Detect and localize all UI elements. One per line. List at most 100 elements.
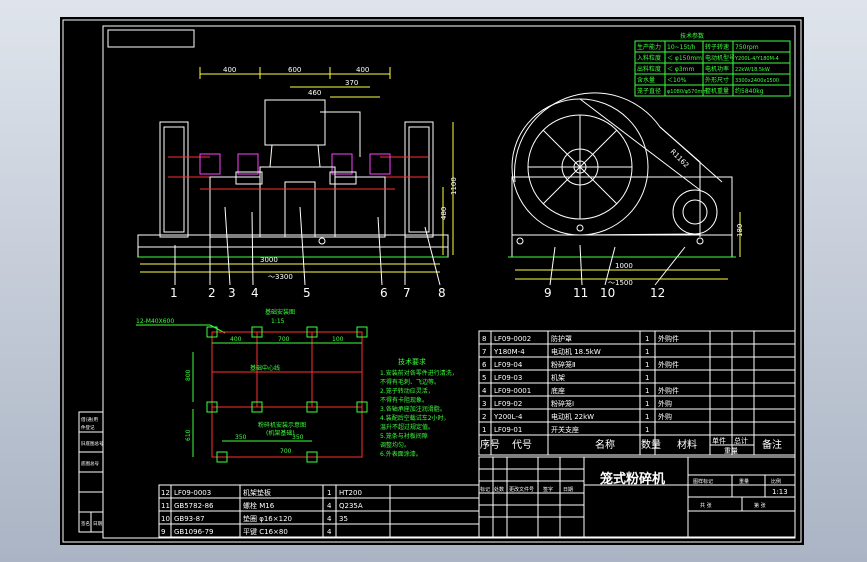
parts-header-unit: 单件 <box>712 436 726 445</box>
spec-r1-c0: 入料粒度 <box>637 54 661 62</box>
foundation-dim-5: 350 <box>292 434 304 441</box>
inner-border <box>102 25 796 539</box>
parts-r6-name: 电动机 22kW <box>551 412 594 421</box>
spec-r2-c1: ＜ φ3mm <box>667 66 695 73</box>
tech-title: 技术要求 <box>398 357 426 366</box>
lower-r2-no: 10 <box>161 515 170 523</box>
lower-r3-qty: 4 <box>327 528 332 536</box>
spec-r2-c3: 22kW/18.5kW <box>735 67 770 73</box>
tb-label-sheet: 第 张 <box>754 502 766 509</box>
parts-r2-no: 6 <box>482 361 487 369</box>
lower-r2-qty: 4 <box>327 515 332 523</box>
foundation-center-note: 基础中心线 <box>250 364 280 372</box>
foundation-scale: 1:15 <box>271 318 285 325</box>
spec-table: 技术参数 生产能力 10~15t/h 转子转速 750rpm 入料粒度 ＜ φ1… <box>634 32 791 97</box>
tech-line-4: 3.各轴承座加注润滑脂。 <box>380 405 446 413</box>
spec-r3-c0: 含水量 <box>637 76 655 84</box>
parts-r0-code: LF09-0002 <box>494 335 531 343</box>
lower-r0-name: 机架垫板 <box>243 488 271 497</box>
spec-r0-c3: 750rpm <box>735 44 759 51</box>
foundation-dim-1: 700 <box>278 336 290 343</box>
lower-r0-mat: HT200 <box>339 489 362 497</box>
rev-label-2: 更改文件号 <box>509 486 534 493</box>
foundation-dim-4: 700 <box>280 448 292 455</box>
parts-r5-no: 3 <box>482 400 486 408</box>
parts-header-weight: 重量 <box>724 447 738 455</box>
strip-label-4: 签名 <box>81 520 90 527</box>
side-label-11: 11 <box>573 286 588 300</box>
outer-border <box>62 19 802 543</box>
parts-r6-code: Y200L-4 <box>493 413 523 421</box>
spec-r4-c3: 约5840kg <box>735 87 764 95</box>
parts-r1-code: Y180M-4 <box>493 348 525 356</box>
dim-sub-mid: 370 <box>345 79 358 87</box>
part-label-8: 8 <box>438 286 446 300</box>
foundation-lower-sub: (机架基础) <box>266 429 295 437</box>
spec-r4-c2: 整机重量 <box>705 87 729 95</box>
parts-r6-qty: 1 <box>645 413 649 421</box>
dim-overall-width: 3000 <box>260 256 278 264</box>
parts-header-total: 总计 <box>734 436 748 445</box>
spec-r3-c1: ＜10% <box>667 77 687 84</box>
parts-r0-name: 防护罩 <box>551 334 572 343</box>
side-label-9: 9 <box>544 286 552 300</box>
rev-label-3: 签字 <box>543 486 553 493</box>
parts-r6-no: 2 <box>482 413 486 421</box>
lower-r0-no: 12 <box>161 489 170 497</box>
top-left-code-box <box>107 29 195 48</box>
tb-label-sheets: 共 张 <box>700 502 712 509</box>
parts-r7-name: 开关支座 <box>551 425 579 434</box>
parts-r5-note: 外购 <box>658 399 672 408</box>
spec-r3-c3: 3300x2400x1500 <box>735 78 779 84</box>
tech-line-9: 6.外表面涂漆。 <box>380 450 422 458</box>
parts-r4-code: LF09-0001 <box>494 387 531 395</box>
side-label-12: 12 <box>650 286 665 300</box>
drawing-scale: 1:13 <box>772 488 788 496</box>
spec-r1-c1: ＜ φ150mm <box>667 55 702 62</box>
parts-r7-qty: 1 <box>645 426 649 434</box>
tech-line-6: 温升不超过规定值。 <box>380 423 434 431</box>
parts-header-qty: 数量 <box>641 438 661 451</box>
lower-r1-code: GB5782-86 <box>174 502 214 510</box>
cad-drawing-canvas: 借(通)用 件登记 旧底图总号 底图总号 签名 日期 400 600 400 3… <box>62 19 802 543</box>
parts-r0-no: 8 <box>482 335 486 343</box>
lower-r2-name: 垫圈 φ16×120 <box>243 514 292 523</box>
dim-side-right: 180 <box>736 224 744 237</box>
lower-r0-qty: 1 <box>327 489 331 497</box>
part-label-4: 4 <box>251 286 259 300</box>
parts-r7-no: 1 <box>482 426 486 434</box>
rev-label-0: 标记 <box>480 486 490 493</box>
tb-label-scale: 比例 <box>771 478 781 485</box>
dim-side-approx: ～1500 <box>608 279 633 287</box>
foundation-dim-3: 350 <box>235 434 247 441</box>
tb-label-weight: 重量 <box>739 478 749 485</box>
lower-r0-code: LF09-0003 <box>174 489 211 497</box>
spec-r2-c0: 出料粒度 <box>637 65 661 73</box>
parts-r0-note: 外购件 <box>658 334 679 343</box>
tech-line-0: 1.安装前对各零件进行清洗， <box>380 369 458 377</box>
dim-top-right: 400 <box>356 66 369 74</box>
side-label-10: 10 <box>600 286 615 300</box>
parts-r4-name: 底座 <box>551 386 565 395</box>
parts-r1-no: 7 <box>482 348 486 356</box>
lower-r1-mat: Q235A <box>339 502 363 510</box>
parts-r5-name: 粉碎笼Ⅰ <box>551 399 574 408</box>
spec-r4-c1: φ1080/φ570mm <box>667 89 707 95</box>
strip-label-1: 件登记 <box>81 424 95 431</box>
spec-r0-c0: 生产能力 <box>637 43 661 51</box>
foundation-dim-0: 400 <box>230 336 242 343</box>
spec-r0-c2: 转子转速 <box>705 43 729 51</box>
tech-line-3: 不得有卡阻现象。 <box>380 396 428 404</box>
dim-side-height: 480 <box>440 207 448 220</box>
parts-header-name: 名称 <box>595 438 615 451</box>
parts-r2-code: LF09-04 <box>494 361 523 369</box>
bolt-note: 12-M40X600 <box>136 318 174 325</box>
rev-label-4: 日期 <box>563 487 573 493</box>
rev-label-1: 处数 <box>494 486 504 493</box>
tech-line-5: 4.装配后空载试车2小时， <box>380 414 450 422</box>
title-block: 标记 处数 更改文件号 签字 日期 笼式粉碎机 图样标记 重量 比例 1:13 … <box>478 456 796 538</box>
foundation-title: 基础安装图 <box>265 308 295 316</box>
lower-r1-name: 螺栓 M16 <box>243 501 275 510</box>
lower-r1-no: 11 <box>161 502 170 510</box>
